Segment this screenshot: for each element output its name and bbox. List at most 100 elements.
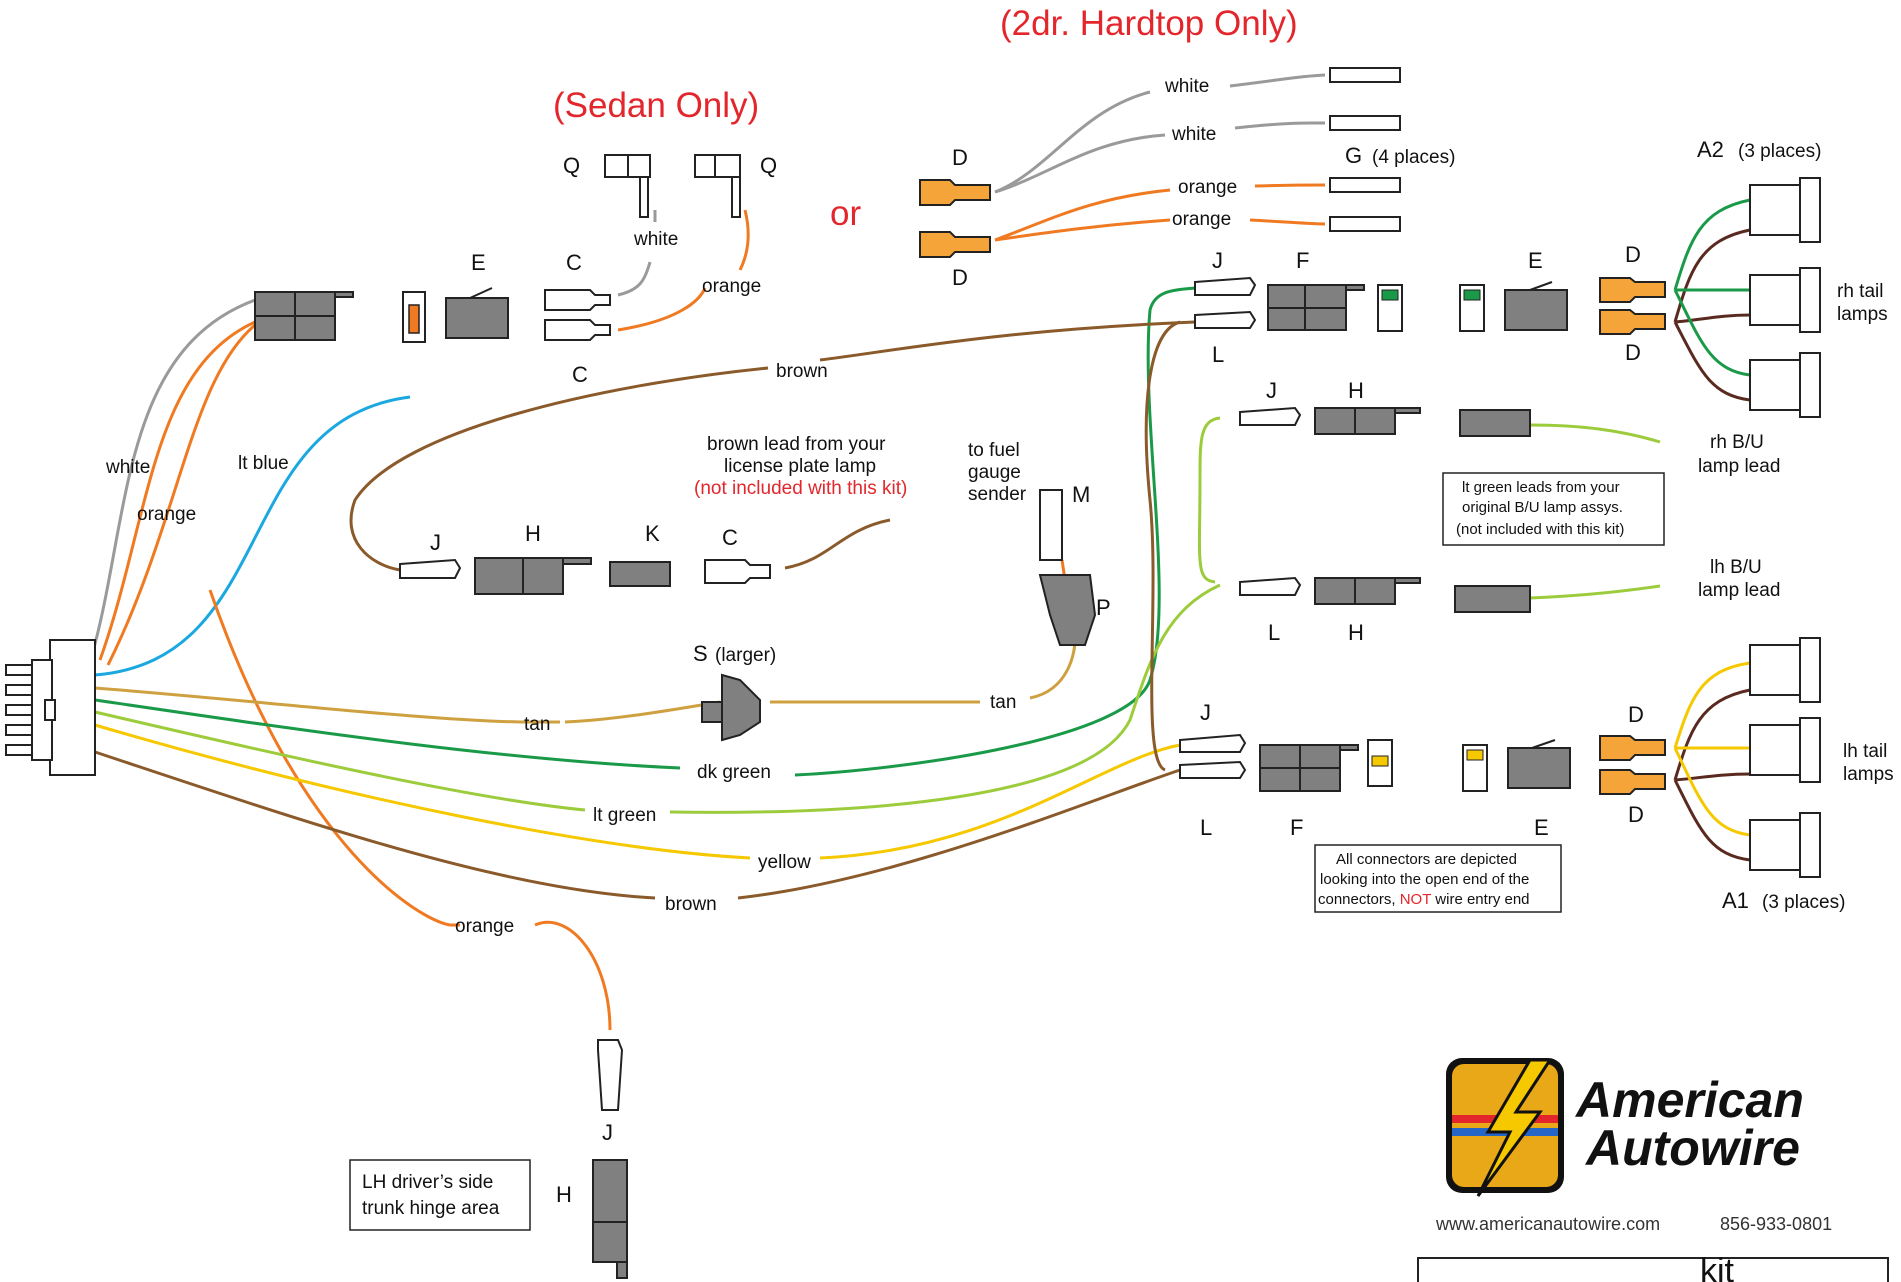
connector-F-rh	[1267, 284, 1403, 332]
notes: brown lead from your license plate lamp …	[349, 434, 1665, 1231]
label-lh-tail: lh tail	[1843, 741, 1887, 762]
brand-name-line1: American	[1574, 1072, 1804, 1128]
connector-A2-sockets	[1749, 177, 1821, 418]
connector-labels: Q Q E C C D D G (4 places) J F L E D D A…	[430, 137, 1894, 1207]
heading-sedan: (Sedan Only)	[553, 86, 759, 125]
connector-H-trunk	[592, 1159, 628, 1279]
label-L-bu: L	[1268, 620, 1280, 645]
note-depict-3a: connectors,	[1318, 891, 1396, 908]
connectors	[5, 67, 1821, 1279]
connector-E-rh	[1459, 281, 1568, 332]
label-J-trunk: J	[602, 1120, 613, 1145]
note-ltgreen-3: (not included with this kit)	[1456, 521, 1624, 538]
connector-J-H-bu-rh	[1239, 406, 1531, 437]
label-brown-top: brown	[776, 361, 828, 382]
orange-hardtop-wire-1	[994, 183, 1326, 242]
label-E-rh: E	[1528, 248, 1543, 273]
label-E-top: E	[471, 250, 486, 275]
label-A1-note: (3 places)	[1762, 892, 1845, 913]
label-lt-green: lt green	[593, 805, 656, 826]
connector-E-lh	[1462, 739, 1571, 792]
dk-green-wire	[94, 286, 1196, 777]
a1-fan-brown-2	[1674, 772, 1751, 782]
note-brown-lead-1: brown lead from your	[707, 434, 886, 455]
label-rh-tail-2: lamps	[1837, 304, 1888, 325]
note-trunk-1: LH driver’s side	[362, 1172, 493, 1193]
connector-Q-left	[604, 154, 651, 218]
label-rh-bu: rh B/U	[1710, 432, 1764, 453]
label-G: G	[1345, 143, 1362, 168]
label-H-trunk: H	[556, 1182, 572, 1207]
wire-labels: white white orange orange white orange b…	[105, 76, 1237, 937]
connector-mid-row	[399, 557, 771, 595]
main-harness-connector	[5, 639, 96, 776]
orange-trunk-wire	[208, 589, 612, 1031]
label-C-top: C	[566, 250, 582, 275]
brand-name-line2: Autowire	[1584, 1120, 1800, 1176]
label-G-note: (4 places)	[1372, 147, 1455, 168]
yellow-wire	[94, 723, 1181, 860]
label-D-top: D	[952, 145, 968, 170]
a1-fan-yellow-3	[1673, 747, 1751, 837]
label-C-mid: C	[722, 525, 738, 550]
connector-C-top	[544, 289, 611, 341]
tan-wire	[94, 686, 721, 724]
note-trunk-2: trunk hinge area	[362, 1198, 500, 1219]
a2-fan-green-1	[1673, 198, 1751, 291]
label-K-mid: K	[645, 521, 660, 546]
label-lh-bu-2: lamp lead	[1698, 580, 1780, 601]
connector-Q-right	[694, 154, 741, 218]
label-rh-bu-2: lamp lead	[1698, 456, 1780, 477]
label-rh-tail: rh tail	[1837, 281, 1883, 302]
lh-bu-lead	[1529, 584, 1661, 600]
note-box-depict	[1314, 844, 1562, 913]
note-fuel-1: to fuel	[968, 440, 1020, 461]
label-C-bottom: C	[572, 362, 588, 387]
connector-J-trunk	[597, 1039, 624, 1111]
a2-fan-green-3	[1673, 289, 1751, 377]
brown-wire-bottom	[94, 750, 1181, 900]
note-depict-3: connectors, NOT wire entry end	[1318, 891, 1530, 908]
label-H-mid: H	[525, 521, 541, 546]
label-orange-left: orange	[137, 504, 196, 525]
heading-hardtop: (2dr. Hardtop Only)	[1000, 4, 1298, 43]
label-lt-blue: lt blue	[238, 453, 289, 474]
brown-license-lead	[784, 518, 891, 570]
label-D-bottom: D	[952, 265, 968, 290]
label-H-bu: H	[1348, 378, 1364, 403]
label-yellow: yellow	[758, 852, 811, 873]
connector-J-L-rh	[1194, 276, 1257, 329]
lt-blue-wire	[94, 395, 411, 677]
label-F-rh: F	[1296, 248, 1309, 273]
label-E-lh: E	[1534, 815, 1549, 840]
a2-fan-brown-3	[1673, 321, 1751, 402]
orange-sedan-wire	[617, 209, 750, 332]
orange-hardtop-wire-2	[994, 218, 1326, 242]
wires	[90, 73, 1751, 1031]
connector-A1-sockets	[1749, 637, 1821, 878]
tan-wire-2	[770, 639, 1077, 704]
label-H-bu2: H	[1348, 620, 1364, 645]
connector-S-grommet	[701, 673, 761, 742]
label-Q-left: Q	[563, 153, 580, 178]
note-depict-2: looking into the open end of the	[1320, 871, 1529, 888]
label-P: P	[1096, 595, 1111, 620]
label-lh-tail-2: lamps	[1843, 764, 1894, 785]
note-ltgreen-2: original B/U lamp assys.	[1462, 499, 1623, 516]
a2-fan-brown-2	[1674, 313, 1751, 324]
label-tan-2: tan	[990, 692, 1016, 713]
connector-J-L-lh	[1179, 733, 1247, 779]
connector-top-left-body	[254, 291, 354, 341]
connector-F-lh	[1259, 739, 1393, 792]
label-Q-right: Q	[760, 153, 777, 178]
footer-box	[1417, 1257, 1889, 1282]
note-brown-lead-2: license plate lamp	[724, 456, 876, 477]
connector-D-lh	[1599, 735, 1666, 795]
note-box-ltgreen	[1442, 472, 1665, 546]
note-ltgreen-1: lt green leads from your	[1462, 479, 1620, 496]
connector-E-top	[402, 287, 509, 343]
label-brown-bottom: brown	[665, 894, 717, 915]
note-box-trunk	[349, 1159, 531, 1231]
brown-wire-top	[349, 320, 1196, 572]
